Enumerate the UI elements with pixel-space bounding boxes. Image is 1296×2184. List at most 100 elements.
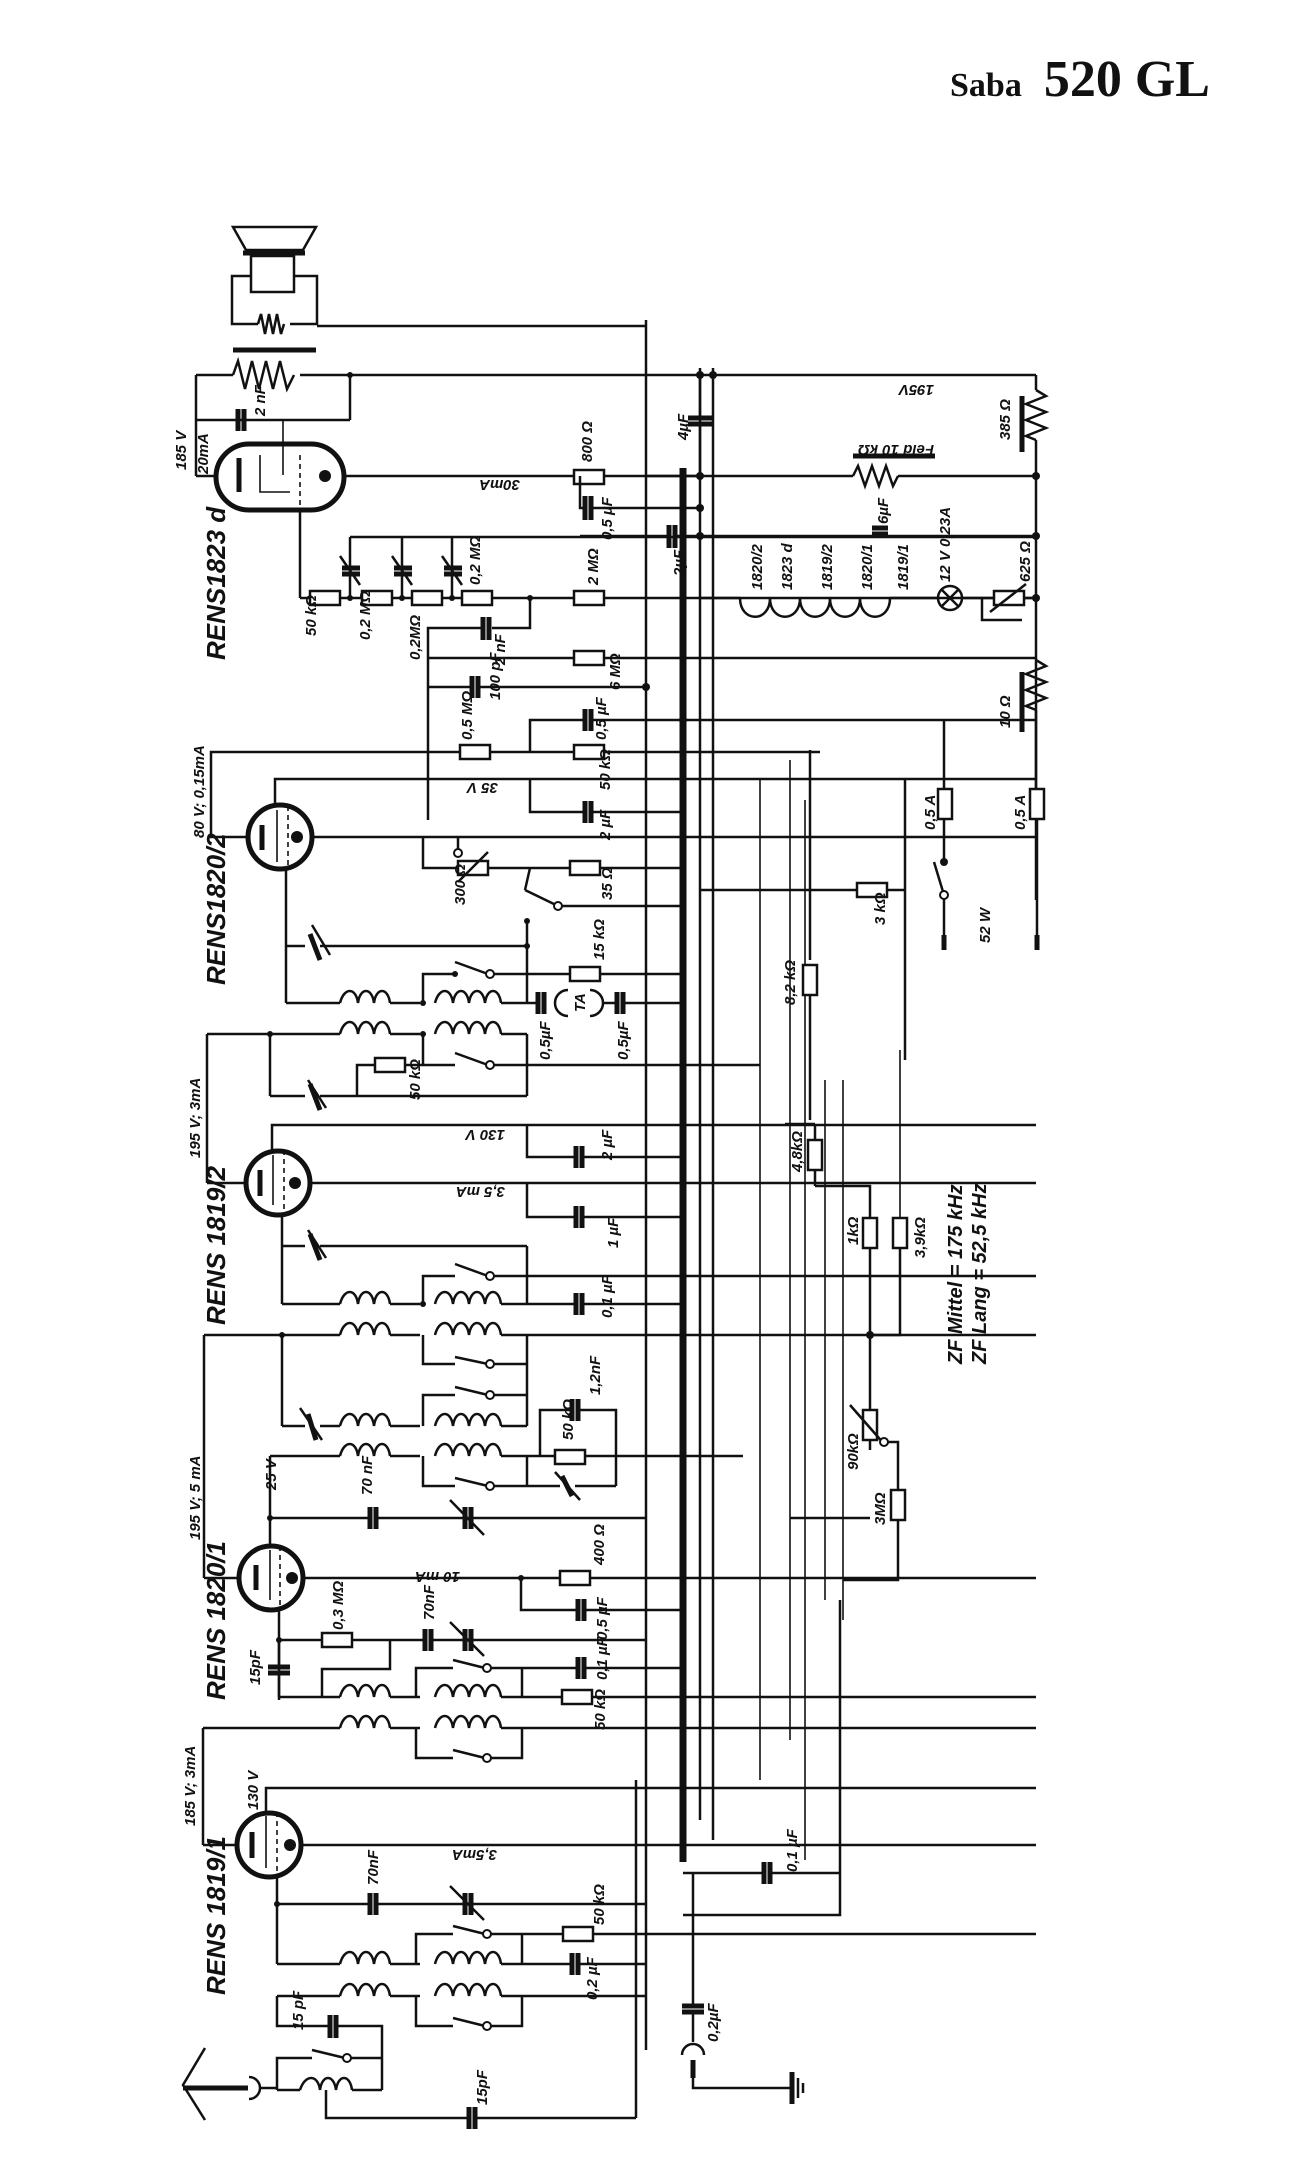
label-r-385: 385 Ω [997,399,1014,440]
label-c-15pf-b: 15pF [474,2069,491,2105]
switch-icon [524,888,559,908]
tube-rf-name: RENS 1819/1 [201,1836,231,1995]
label-r-300: 300 Ω [452,864,469,905]
coil-icon [433,1290,503,1306]
label-c-70nf-b: 70nF [421,1584,438,1620]
heater-label-3: 1819/2 [819,543,836,590]
tube-rens1819-2 [207,1123,1036,1304]
coil-icon [338,1714,392,1730]
label-r-15k: 15 kΩ [591,919,608,960]
brand-name: Saba [950,67,1022,104]
tube-rens1820-1 [204,1456,1036,1700]
label-c-2uf: 2µF [671,549,688,577]
label-r-1k: 1kΩ [845,1216,862,1245]
label-r-35: 35 Ω [599,867,616,900]
label-r-50k-if: 50 kΩ [407,1059,424,1100]
tone-variable-caps [338,555,464,586]
tube-mixer-screen: 25 V [263,1457,280,1491]
model-name: 520 GL [1043,51,1210,108]
coil-icon [338,1020,392,1036]
label-c-4uf: 4µF [675,413,692,441]
label-c-05-b: 0,5 µF [593,696,610,740]
label-c-05-ta1: 0,5µF [537,1021,554,1060]
label-c-2uf-if: 2 µF [599,1129,616,1161]
label-r-02m-a: 0,2 MΩ [357,590,374,640]
label-c-2uf-b: 2 µF [597,809,614,841]
label-r-6m: 6 MΩ [607,653,624,690]
field-coil-icon [851,462,900,490]
fuse-2 [1028,787,1046,821]
label-fuse-2: 0,5 A [1012,795,1029,830]
tube-audio-operating: 80 V; 0,15mA [191,745,208,838]
coil-icon [433,1714,503,1730]
antenna-coil [277,2076,467,2120]
label-c-02-gnd: 0,2µF [705,2003,722,2042]
tube-output-name: RENS1823 d [201,506,231,660]
resistor-10-icon [1022,658,1050,712]
tube-output-voltage: 185 V [173,429,190,470]
coil-icon [338,1321,392,1337]
heater-label-4: 1820/1 [859,544,876,590]
coil-icon [433,1683,503,1699]
note-zf-lang: ZF Lang = 52,5 kHz [969,1183,991,1365]
label-c-15pf-mix: 15pF [247,1649,264,1685]
label-c-01-mix: 0,1 µF [594,1636,611,1680]
label-c-05-ta2: 0,5µF [615,1021,632,1060]
label-r-39k: 3,9kΩ [912,1217,929,1258]
label-r-82k: 8,2 kΩ [782,960,799,1005]
label-r-800: 800 Ω [579,421,596,462]
coil-icon [433,1442,503,1458]
heater-label-2: 1823 d [779,542,796,590]
power-switch [932,861,946,896]
tube-rens1820-2 [209,750,1036,1003]
label-c-6uf: 6µF [875,497,892,524]
label-r-50k-b: 50 kΩ [597,749,614,790]
tube-rf-screen: 130 V [245,1769,262,1810]
coil-icon [338,1412,392,1428]
tube-rf-cathode-current: 3,5mA [452,1846,497,1863]
heater-label-5: 1819/1 [895,544,912,590]
label-r-3k: 3 kΩ [872,892,889,925]
label-r-48k: 4,8kΩ [789,1131,806,1173]
label-c-01-bot: 0,1 µF [784,1828,801,1872]
coil-icon [433,989,503,1005]
tube-output-cathode-current: 30mA [479,476,520,493]
output-transformer [194,347,1036,422]
label-r-2m: 2 MΩ [585,548,602,586]
label-lamp: 12 V 0,23A [937,507,954,582]
label-r-50k-osc: 50 kΩ [560,1399,577,1440]
label-field: Feld 10 kΩ [858,441,934,458]
tube-mixer-name: RENS 1820/1 [201,1541,231,1700]
schematic-title: Saba 520 GL [950,50,1210,109]
label-c-02-rf: 0,2 µF [584,1956,601,2000]
tube-if-screen: 130 V [464,1126,505,1143]
label-c-15pf-ant: 15 pF [290,1990,307,2030]
label-c-1uf-if: 1 µF [605,1217,622,1248]
label-r-10: 10 Ω [997,695,1014,728]
tube-if-name: RENS 1819/2 [201,1165,231,1325]
tube-audio-screen: 35 V [465,779,498,796]
label-c-2nf-out: 2 nF [252,384,269,417]
coil-icon [338,1982,392,1998]
coil-icon [338,1683,392,1699]
speaker-icon [230,225,319,252]
label-c-05-mix: 0,5 µF [594,1596,611,1640]
coil-icon [433,1020,503,1036]
heater-chain [738,597,892,618]
label-c-12nf: 1,2nF [587,1355,604,1395]
label-r-05m: 0,5 MΩ [459,690,476,740]
speaker [230,225,646,335]
label-r-50k-mix: 50 kΩ [592,1689,609,1730]
fuse-1 [936,787,954,821]
coil-icon [338,1442,392,1458]
label-r-03m: 0,3 MΩ [330,1580,347,1630]
label-fuse-1: 0,5 A [922,795,939,830]
label-c-01-if: 0,1 µF [599,1274,616,1318]
tuning-capacitor [449,1499,485,1536]
label-ta: TA [572,993,589,1012]
label-r-90k: 90kΩ [845,1433,862,1470]
coil-icon [338,1950,392,1966]
coil-icon [433,1950,503,1966]
label-c-70nf-rf: 70nF [365,1849,382,1885]
